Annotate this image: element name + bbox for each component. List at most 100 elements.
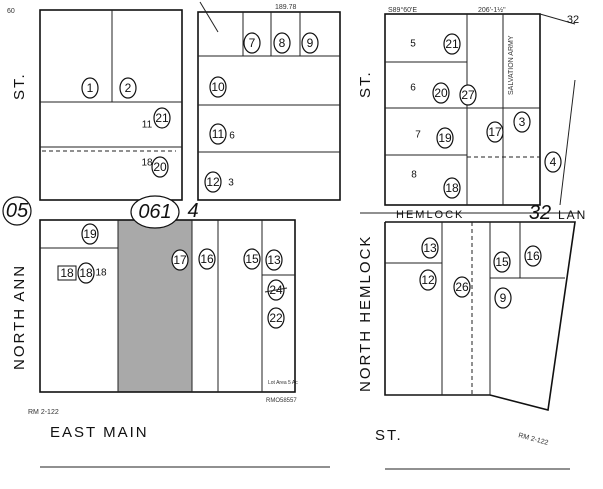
- parcel-circle[interactable]: [301, 32, 319, 54]
- lot-number: 18: [95, 268, 107, 279]
- lot-number: 5: [410, 39, 416, 50]
- parcel-number[interactable]: 17: [173, 253, 187, 267]
- parcel-number[interactable]: 21: [155, 111, 169, 125]
- parcel-number[interactable]: 26: [455, 280, 469, 294]
- parcel-circle[interactable]: [493, 251, 511, 273]
- lot-number: 3: [228, 178, 234, 189]
- street-hemlock: HEMLOCK: [396, 209, 464, 221]
- note: RM 2-122: [517, 432, 549, 447]
- lot-number: 18: [141, 158, 153, 169]
- parcel-number[interactable]: 2: [125, 81, 132, 95]
- note: 206'-1½": [478, 6, 506, 14]
- parcel-number[interactable]: 15: [245, 252, 259, 266]
- parcel-circle[interactable]: [198, 248, 216, 270]
- parcel-circle[interactable]: [443, 33, 461, 55]
- parcel-number[interactable]: 27: [461, 88, 475, 102]
- parcel-circle[interactable]: [81, 223, 99, 245]
- street-label: ST.: [357, 70, 374, 98]
- parcel-number[interactable]: 12: [421, 273, 435, 287]
- parcel-number[interactable]: 3: [519, 115, 526, 129]
- parcel-circle[interactable]: [432, 82, 450, 104]
- street-lane: LAN: [558, 208, 587, 222]
- parcel-circle[interactable]: [436, 127, 454, 149]
- parcel-number[interactable]: 7: [249, 36, 256, 50]
- parcel-number[interactable]: 4: [550, 155, 557, 169]
- book-page: 061: [138, 201, 171, 223]
- parcel-circle[interactable]: [265, 249, 283, 271]
- block-number: 32: [529, 202, 551, 224]
- block-b: [197, 1, 341, 201]
- boxed-parcel-label: 18: [60, 266, 74, 280]
- parcel-circle[interactable]: [267, 307, 285, 329]
- lot-number: 8: [411, 170, 417, 181]
- lot-number: 6: [410, 83, 416, 94]
- parcel-number[interactable]: 20: [434, 86, 448, 100]
- parcel-number[interactable]: 13: [267, 253, 281, 267]
- street-label: ST.: [11, 72, 28, 100]
- parcel-number[interactable]: 19: [83, 227, 97, 241]
- parcel-number[interactable]: 17: [488, 125, 502, 139]
- parcel-circle[interactable]: [494, 287, 512, 309]
- parcel-circle[interactable]: [459, 84, 477, 106]
- parcel-circle[interactable]: [151, 156, 169, 178]
- parcel-circle[interactable]: [204, 171, 222, 193]
- note: SALVATION ARMY: [508, 35, 515, 95]
- note: Lot Area 5 Ac: [268, 380, 298, 386]
- block-a: [39, 9, 183, 201]
- parcel-circle[interactable]: [77, 262, 95, 284]
- parcel-circle[interactable]: [209, 76, 227, 98]
- adjacent-page-marker[interactable]: [2, 196, 32, 226]
- parcel-circle[interactable]: [243, 32, 261, 54]
- parcel-number[interactable]: 19: [438, 131, 452, 145]
- note: 60: [7, 8, 15, 15]
- parcel-number[interactable]: 18: [79, 266, 93, 280]
- parcel-circle[interactable]: [81, 77, 99, 99]
- parcel-circle[interactable]: [486, 121, 504, 143]
- parcel-circle[interactable]: [243, 248, 261, 270]
- parcel-number[interactable]: 11: [212, 127, 225, 141]
- lot-numbers: 5 6 7 8 18 11 18 6 3: [95, 39, 421, 279]
- parcel-number[interactable]: 16: [200, 252, 214, 266]
- lot-number: 7: [415, 130, 421, 141]
- parcel-number[interactable]: 16: [526, 249, 540, 263]
- strike-line: [264, 287, 288, 293]
- parcel-number[interactable]: 22: [269, 311, 283, 325]
- parcel-circle[interactable]: [209, 123, 227, 145]
- highlighted-parcel[interactable]: [118, 220, 192, 392]
- page-marker: [130, 195, 180, 229]
- parcel-number[interactable]: 18: [445, 181, 459, 195]
- parcel-circle[interactable]: [171, 249, 189, 271]
- note: RM 2-122: [28, 409, 59, 416]
- note: RMO58557: [266, 398, 297, 404]
- block-c: [39, 219, 296, 393]
- street-north-hemlock: NORTH HEMLOCK: [357, 235, 374, 392]
- street-east-main: EAST MAIN: [50, 424, 149, 441]
- parcel-circle[interactable]: [453, 276, 471, 298]
- parcel-number[interactable]: 9: [500, 291, 507, 305]
- parcel-number[interactable]: 10: [211, 80, 225, 94]
- parcel-number[interactable]: 13: [423, 241, 437, 255]
- parcel-number[interactable]: 20: [153, 160, 167, 174]
- parcel-number[interactable]: 9: [307, 36, 314, 50]
- parcel-number[interactable]: 12: [206, 175, 220, 189]
- note: 189.78: [275, 4, 297, 11]
- parcel-circle[interactable]: [419, 269, 437, 291]
- note: S89°60'E: [388, 6, 417, 14]
- parcel-number[interactable]: 1: [87, 81, 94, 95]
- parcel-circle[interactable]: [273, 32, 291, 54]
- parcel-circle[interactable]: [513, 111, 531, 133]
- parcel-circle[interactable]: [544, 151, 562, 173]
- block-d: [384, 13, 576, 206]
- parcel-number[interactable]: 8: [279, 36, 286, 50]
- parcel-number[interactable]: 15: [495, 255, 509, 269]
- parcel-circle[interactable]: [153, 107, 171, 129]
- parcel-number[interactable]: 21: [445, 37, 459, 51]
- parcel-circle[interactable]: [119, 77, 137, 99]
- parcel-circle[interactable]: [421, 237, 439, 259]
- lot-number: 6: [229, 131, 235, 142]
- parcel-circle[interactable]: [524, 245, 542, 267]
- parcel-circle[interactable]: [443, 177, 461, 199]
- street-north-ann: NORTH ANN: [11, 264, 28, 370]
